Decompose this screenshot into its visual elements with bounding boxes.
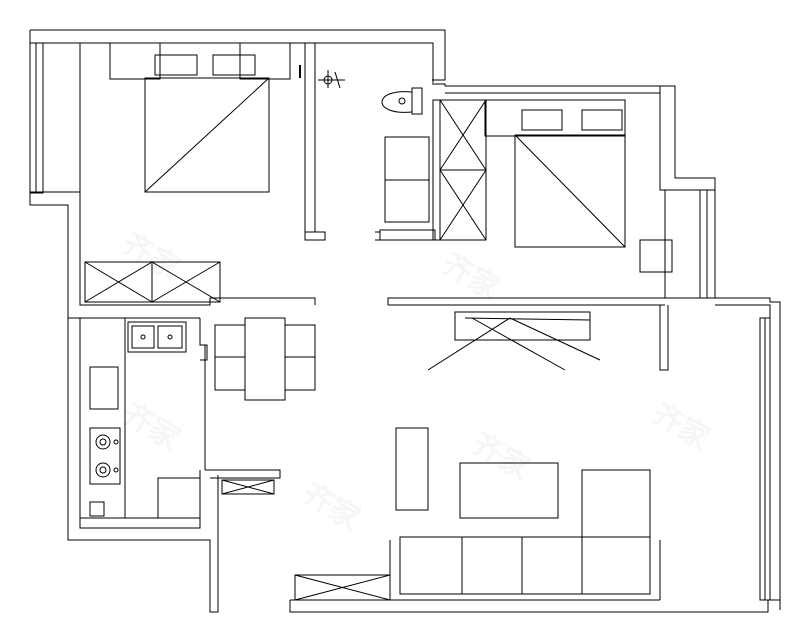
svg-text:齐家: 齐家 (116, 227, 185, 287)
svg-text:齐家: 齐家 (646, 397, 715, 457)
svg-text:齐家: 齐家 (466, 427, 535, 487)
right-bedroom (387, 93, 716, 306)
kitchen (68, 317, 208, 529)
svg-text:齐家: 齐家 (116, 397, 185, 457)
living (294, 304, 771, 601)
watermark: 齐家 齐家 齐家 齐家 齐家 齐家 (116, 227, 715, 537)
bathroom (318, 70, 436, 241)
svg-text:齐家: 齐家 (296, 477, 365, 537)
toilet-icon (381, 87, 423, 115)
left-bedroom (29, 42, 326, 306)
dining (205, 317, 316, 612)
sink-icon (127, 321, 187, 353)
stove-icon (89, 427, 121, 485)
